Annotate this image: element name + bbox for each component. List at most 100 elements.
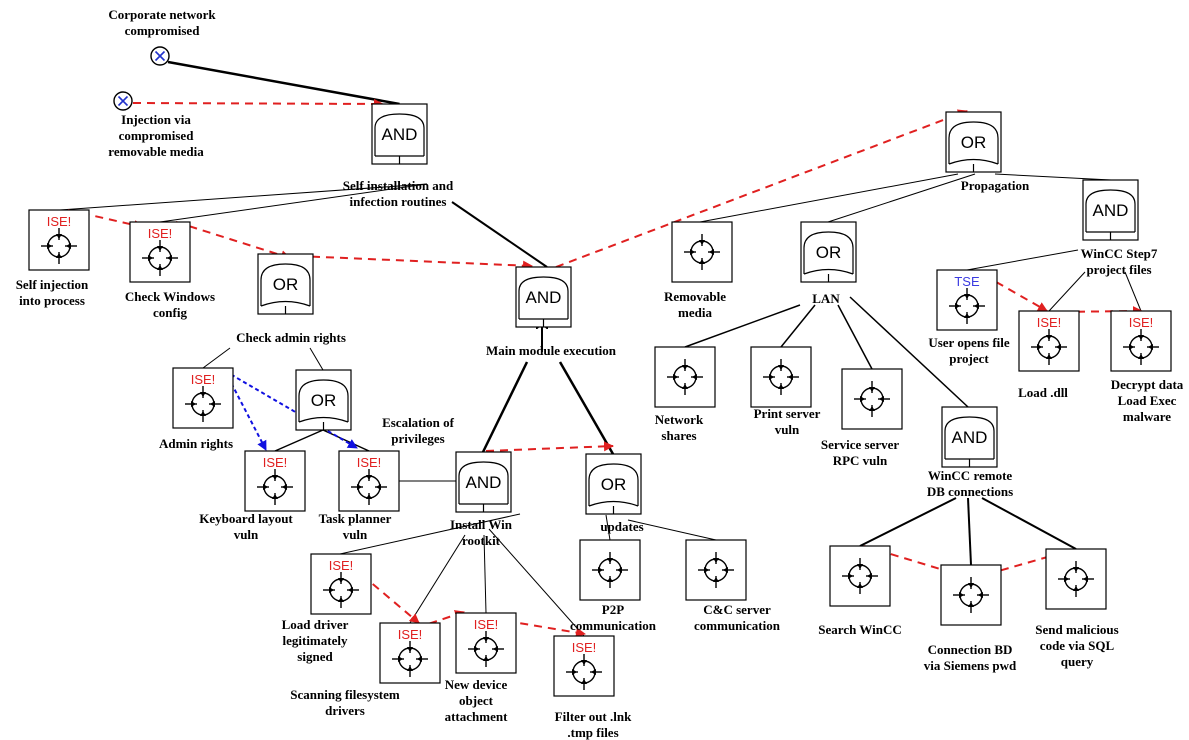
node-new-device: ISE! xyxy=(455,612,517,674)
node-service-server xyxy=(841,368,903,430)
node-cc-server xyxy=(685,539,747,601)
tree-nodes: AND ISE! ISE! OR ISE! OR ISE! ISE! AND AND ISE! ISE… xyxy=(28,46,1172,697)
node-check-windows: ISE! xyxy=(129,221,191,283)
tse-tag: TSE xyxy=(954,274,980,289)
label-search-wincc: Search WinCC xyxy=(818,622,901,637)
edge-wincc-remote-search xyxy=(859,497,957,547)
node-self-injection: ISE! xyxy=(28,209,90,271)
edge-lan-network-shares xyxy=(684,304,801,348)
node-search-wincc xyxy=(829,545,891,607)
edge-lan-wincc-remote xyxy=(849,296,969,408)
edge-updates-cc-server xyxy=(627,519,717,541)
ise-tag: ISE! xyxy=(1129,315,1154,330)
gate-type-label: AND xyxy=(526,288,562,307)
edge-main-module-install-rootkit xyxy=(481,361,529,453)
ise-tag: ISE! xyxy=(191,372,216,387)
node-send-malicious xyxy=(1045,548,1107,610)
node-load-driver: ISE! xyxy=(310,553,372,615)
edge-main-module-updates xyxy=(558,361,615,455)
gate-type-label: OR xyxy=(601,475,627,494)
ise-tag: ISE! xyxy=(398,627,423,642)
node-network-shares xyxy=(654,346,716,408)
node-p2p xyxy=(579,539,641,601)
node-user-opens: TSE xyxy=(936,269,998,331)
gate-type-label: AND xyxy=(466,473,502,492)
node-load-dll: ISE! xyxy=(1018,310,1080,372)
edge-self-install-self-injection xyxy=(59,183,428,211)
node-self-install: AND xyxy=(371,103,428,165)
label-updates: updates xyxy=(600,519,643,534)
gate-type-label: OR xyxy=(273,275,299,294)
label-lan: LAN xyxy=(812,291,840,306)
node-connection-bd xyxy=(940,564,1002,626)
node-updates: OR xyxy=(585,453,642,515)
node-escalation: OR xyxy=(295,369,352,431)
gate-type-label: AND xyxy=(952,428,988,447)
node-print-server xyxy=(750,346,812,408)
ise-tag: ISE! xyxy=(357,455,382,470)
ise-tag: ISE! xyxy=(572,640,597,655)
edge-propagation-lan xyxy=(827,173,976,223)
edge-rootkit-filter-out xyxy=(488,528,585,637)
node-scanning: ISE! xyxy=(379,622,441,684)
node-corporate xyxy=(150,46,170,66)
edge-escalation-keyboard xyxy=(274,429,324,452)
node-filter-out: ISE! xyxy=(553,635,615,697)
edge-wincc-remote-connection xyxy=(967,497,972,566)
node-install-rootkit: AND xyxy=(455,451,512,513)
label-check-admin: Check admin rights xyxy=(236,330,346,345)
sequence-arrows xyxy=(67,98,1143,638)
edge-step7-user-opens xyxy=(966,249,1079,271)
edge-check-admin-escalation xyxy=(309,347,324,371)
seq-check-windows-to-check-admin xyxy=(175,221,291,261)
edge-check-admin-admin-rights xyxy=(202,347,231,369)
node-main-module: AND xyxy=(515,266,572,328)
edge-rootkit-new-device xyxy=(483,534,487,614)
seq-load-driver-to-scanning xyxy=(361,574,420,624)
tree-edges xyxy=(59,60,1142,637)
gate-type-label: OR xyxy=(816,243,842,262)
label-propagation: Propagation xyxy=(961,178,1030,193)
node-injection xyxy=(113,91,133,111)
seq-admin-rights-to-task-planner xyxy=(224,370,358,449)
gate-type-label: AND xyxy=(382,125,418,144)
seq-rootkit-to-updates xyxy=(485,441,614,452)
node-admin-rights: ISE! xyxy=(172,367,234,429)
ise-tag: ISE! xyxy=(47,214,72,229)
gate-type-label: OR xyxy=(311,391,337,410)
node-removable xyxy=(671,221,733,283)
ise-tag: ISE! xyxy=(263,455,288,470)
label-filter-out: Filter out .lnk.tmp files xyxy=(555,709,632,740)
node-check-admin: OR xyxy=(257,253,314,315)
ise-tag: ISE! xyxy=(329,558,354,573)
node-wincc-remote: AND xyxy=(941,406,998,468)
gate-type-label: OR xyxy=(961,133,987,152)
label-admin-rights: Admin rights xyxy=(159,436,233,451)
node-keyboard: ISE! xyxy=(244,450,306,512)
edge-lan-service-server xyxy=(837,304,873,370)
edge-rootkit-load-driver xyxy=(339,513,521,555)
node-wincc-step7: AND xyxy=(1082,179,1139,241)
